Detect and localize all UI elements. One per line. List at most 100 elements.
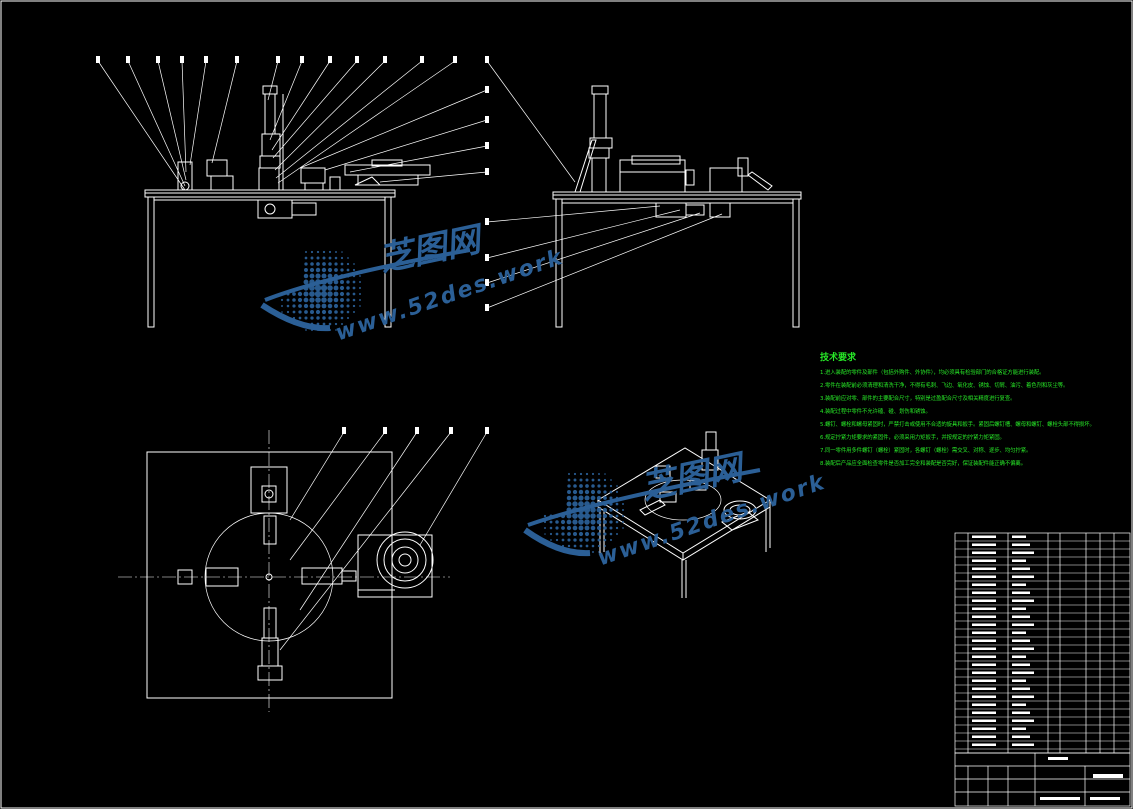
globe-dot <box>566 495 572 501</box>
parts-row-code <box>972 591 996 594</box>
globe-dot <box>591 478 595 482</box>
parts-row-name <box>1012 663 1030 666</box>
globe-dot <box>304 316 308 320</box>
globe-dot <box>340 322 344 326</box>
requirement-line: 8.装配后产品应全面检查零件是否加工完全和装配是否完好，保证装配件能正确不偏离。 <box>820 461 1026 467</box>
globe-dot <box>334 256 338 260</box>
globe-dot <box>585 472 589 476</box>
globe-dot <box>603 538 607 542</box>
parts-row-name <box>1012 671 1034 674</box>
watermark-globe-logo <box>260 248 471 332</box>
globe-dot <box>328 322 332 326</box>
parts-row-code <box>972 695 996 698</box>
top-view <box>118 430 450 712</box>
parts-list-table <box>954 532 1131 754</box>
parts-row-name <box>1012 687 1030 690</box>
globe-dot <box>597 484 601 488</box>
globe-dot <box>609 520 613 524</box>
globe-dot <box>322 322 326 326</box>
parts-row-code <box>972 607 996 610</box>
globe-dot <box>321 309 327 315</box>
globe-dot <box>286 298 290 302</box>
globe-dot <box>305 329 307 331</box>
globe-dot <box>609 496 613 500</box>
globe-dot <box>320 290 328 298</box>
globe-dot <box>621 508 625 512</box>
globe-dot <box>598 473 600 475</box>
globe-dot <box>622 503 624 505</box>
globe-dot <box>346 280 350 284</box>
globe-dot <box>339 285 345 291</box>
requirement-line: 4.装配过程中零件不允许磕、碰、划伤和锈蚀。 <box>820 409 931 415</box>
globe-dot <box>603 478 607 482</box>
globe-dot <box>334 310 338 314</box>
globe-dot <box>544 533 546 535</box>
globe-dot <box>358 286 362 290</box>
globe-dot <box>572 501 578 507</box>
globe-dot <box>314 290 322 298</box>
globe-dot <box>334 322 338 326</box>
globe-dot <box>602 513 608 519</box>
globe-dot <box>592 551 594 553</box>
globe-dot <box>298 316 302 320</box>
globe-dot <box>327 273 333 279</box>
globe-dot <box>585 478 589 482</box>
globe-dot <box>578 531 584 537</box>
globe-dot <box>567 538 571 542</box>
requirement-line: 1.进入装配的零件及部件（包括外购件、外协件），均必须具有检验部门的合格证方能进… <box>820 370 1045 376</box>
globe-dot <box>303 297 309 303</box>
parts-row-name <box>1012 655 1026 658</box>
globe-dot <box>555 532 559 536</box>
globe-dot <box>304 268 308 272</box>
requirement-line: 2.零件在装配前必须清理和清洗干净，不得有毛刺、飞边、氧化皮、锈蚀、切屑、油污、… <box>820 383 1069 389</box>
globe-dot <box>314 284 322 292</box>
parts-row-code <box>972 639 996 642</box>
front-callout-tags <box>96 56 489 311</box>
globe-dot <box>352 310 356 314</box>
globe-dot <box>561 538 565 542</box>
globe-dot <box>292 310 296 314</box>
globe-dot <box>578 501 584 507</box>
globe-dot <box>315 297 321 303</box>
globe-dot <box>596 513 602 519</box>
top-view-callouts <box>279 431 488 651</box>
globe-dot <box>566 519 572 525</box>
globe-dot <box>315 303 321 309</box>
globe-dot <box>322 256 326 260</box>
globe-dot <box>555 526 559 530</box>
parts-row-code <box>972 743 996 746</box>
requirement-line: 6.规定拧紧力矩要求的紧固件，必须采用力矩扳手，并按规定的拧紧力矩紧固。 <box>820 435 1005 441</box>
globe-dot <box>573 484 577 488</box>
globe-dot <box>352 298 356 302</box>
globe-dot <box>340 310 344 314</box>
globe-dot <box>340 256 344 260</box>
globe-dot <box>584 525 590 531</box>
globe-dot <box>328 250 332 254</box>
parts-row-name <box>1012 743 1034 746</box>
parts-row-code <box>972 583 996 586</box>
globe-dot <box>590 513 596 519</box>
globe-dot <box>578 495 584 501</box>
globe-dot <box>609 514 613 518</box>
globe-dot <box>328 316 332 320</box>
globe-dot <box>615 514 619 518</box>
parts-row-code <box>972 711 996 714</box>
globe-dot <box>597 538 601 542</box>
parts-row-name <box>1012 575 1034 578</box>
parts-row-name <box>1012 735 1030 738</box>
globe-dot <box>321 273 327 279</box>
globe-dot <box>609 484 613 488</box>
globe-dot <box>572 531 578 537</box>
globe-dot <box>579 544 583 548</box>
globe-dot <box>341 251 343 253</box>
globe-dot <box>297 297 303 303</box>
globe-dot <box>603 496 607 500</box>
globe-dot <box>572 519 578 525</box>
technical-requirements-title: 技术要求 <box>820 353 857 363</box>
globe-dot <box>359 281 361 283</box>
globe-dot <box>583 512 591 520</box>
globe-dot <box>567 472 571 476</box>
globe-dot <box>316 250 320 254</box>
parts-row-code <box>972 663 996 666</box>
globe-dot <box>590 507 596 513</box>
